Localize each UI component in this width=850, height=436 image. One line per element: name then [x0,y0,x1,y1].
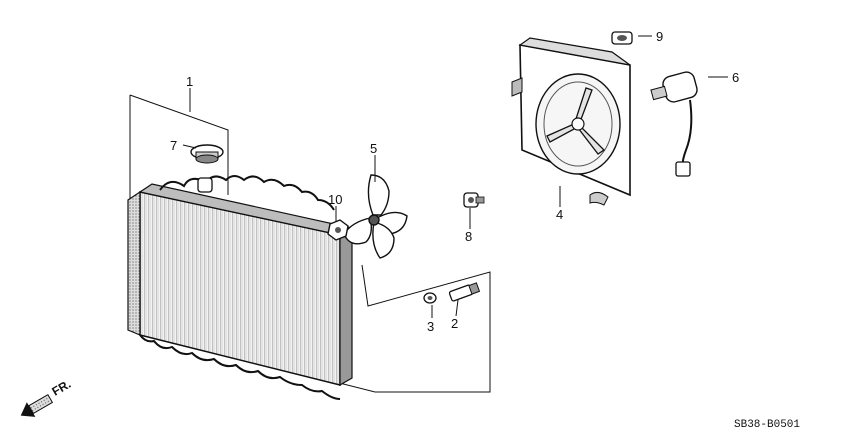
thermo-switch-illustration [463,192,485,208]
front-direction-label: FR. [50,377,74,399]
fan-motor-illustration [650,71,698,177]
callout-10: 10 [328,192,342,207]
fan-nut-illustration [327,219,349,241]
fan-shroud-illustration [511,37,631,206]
fan-illustration [343,174,408,259]
callout-2: 2 [451,316,458,331]
washer-illustration [423,292,437,304]
diagram-code: SB38-B0501 [734,419,800,431]
radiator-cap-illustration [190,144,224,164]
callout-7: 7 [170,138,177,153]
callout-4: 4 [556,207,563,222]
front-direction-indicator: FR. [20,377,74,417]
grommet-illustration [611,31,633,45]
callout-1: 1 [186,74,193,89]
callout-8: 8 [465,229,472,244]
drain-bolt-illustration [448,282,481,302]
callout-3: 3 [427,319,434,334]
callout-6: 6 [732,70,739,85]
callout-5: 5 [370,141,377,156]
radiator-illustration [127,175,354,400]
leader-lines [182,35,728,318]
callout-labels: 1 2 3 4 5 6 7 8 9 10 [170,29,739,334]
callout-9: 9 [656,29,663,44]
